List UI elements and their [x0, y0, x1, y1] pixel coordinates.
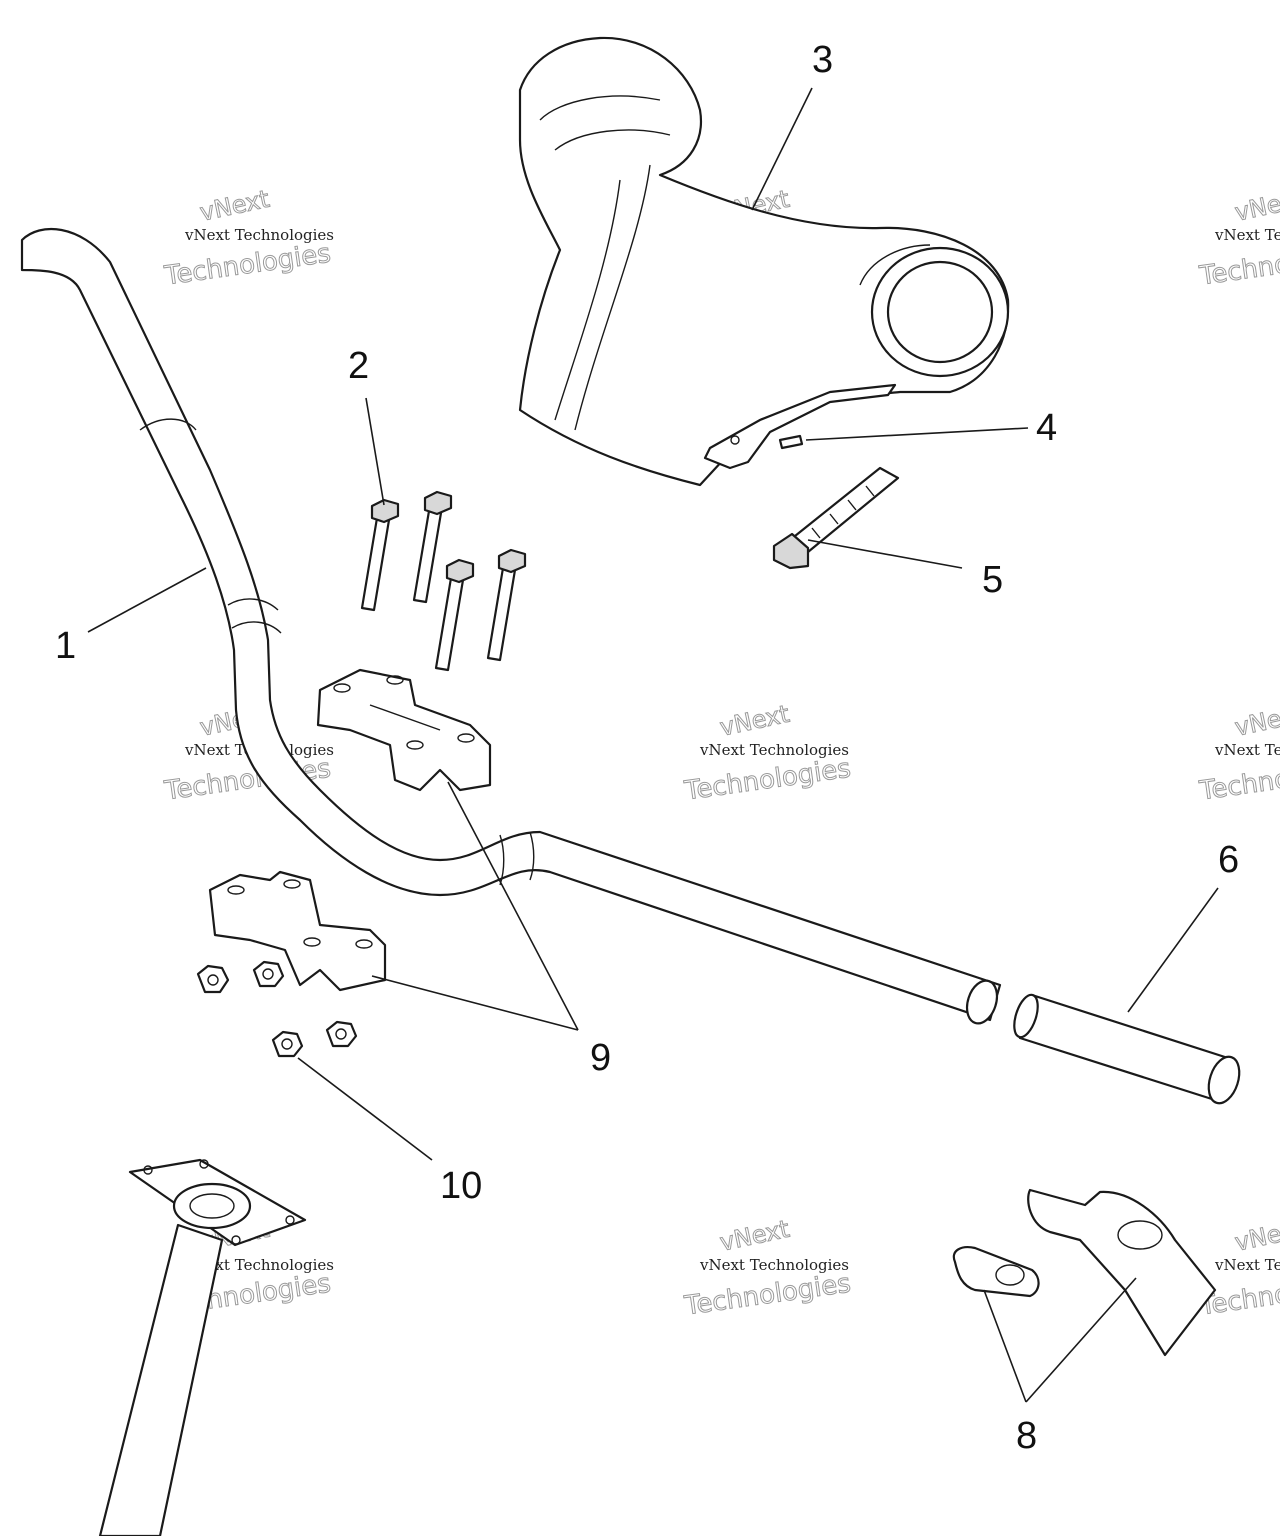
callout-4: 4 — [1036, 407, 1057, 449]
svg-text:vNext Technologies: vNext Technologies — [1214, 741, 1280, 759]
leader-lines — [87, 87, 1219, 1403]
callout-9: 9 — [590, 1037, 611, 1079]
end-caps-part-8 — [952, 1188, 1217, 1357]
svg-text:Technologies: Technologies — [682, 754, 853, 807]
upper-clamp-part-9 — [316, 668, 492, 792]
callout-10: 10 — [440, 1165, 482, 1207]
svg-text:vNext: vNext — [1232, 1215, 1280, 1257]
svg-text:vNext: vNext — [717, 700, 791, 742]
svg-text:vNext: vNext — [1232, 700, 1280, 742]
callout-8: 8 — [1016, 1415, 1037, 1457]
svg-text:vNext Technologies: vNext Technologies — [1214, 1256, 1280, 1274]
svg-text:Technologies: Technologies — [1197, 239, 1280, 292]
callout-labels: 1 2 3 4 5 6 8 9 10 — [55, 39, 1239, 1457]
callout-2: 2 — [348, 345, 369, 387]
svg-text:vNext: vNext — [1232, 185, 1280, 227]
callout-6: 6 — [1218, 839, 1239, 881]
watermark: vNext vNext Technologies Technologies — [1197, 699, 1280, 807]
svg-text:Technologies: Technologies — [162, 239, 333, 292]
svg-text:vNext Technologies: vNext Technologies — [699, 741, 849, 759]
steering-column — [98, 1158, 307, 1536]
watermark: vNext vNext Technologies Technologies — [682, 1214, 854, 1322]
nuts-part-10 — [196, 960, 358, 1058]
svg-text:vNext Technologies: vNext Technologies — [184, 226, 334, 244]
svg-text:vNext Technologies: vNext Technologies — [184, 1256, 334, 1274]
watermark: vNext vNext Technologies Technologies — [682, 699, 854, 807]
bolts-part-2 — [360, 490, 527, 672]
svg-text:Technologies: Technologies — [682, 1269, 853, 1322]
callout-3: 3 — [812, 39, 833, 81]
watermark: vNext vNext Technologies Technologies — [162, 184, 334, 292]
svg-text:vNext Technologies: vNext Technologies — [1214, 226, 1280, 244]
lower-clamp-part-9 — [208, 870, 387, 992]
headlight-cover-part-3 — [518, 36, 1010, 487]
watermark: vNext vNext Technologies Technologies — [1197, 1214, 1280, 1322]
tie-strap-part-5 — [772, 466, 900, 570]
callout-1: 1 — [55, 625, 76, 667]
svg-text:vNext Technologies: vNext Technologies — [699, 1256, 849, 1274]
handlebar-part-1 — [20, 227, 1002, 1025]
bracket-part-4 — [703, 383, 897, 470]
svg-text:Technologies: Technologies — [1197, 754, 1280, 807]
svg-text:vNext: vNext — [197, 185, 271, 227]
watermark: vNext vNext Technologies Technologies — [1197, 184, 1280, 292]
grip-part-6 — [1013, 993, 1241, 1105]
svg-text:vNext: vNext — [717, 1215, 791, 1257]
callout-5: 5 — [982, 559, 1003, 601]
